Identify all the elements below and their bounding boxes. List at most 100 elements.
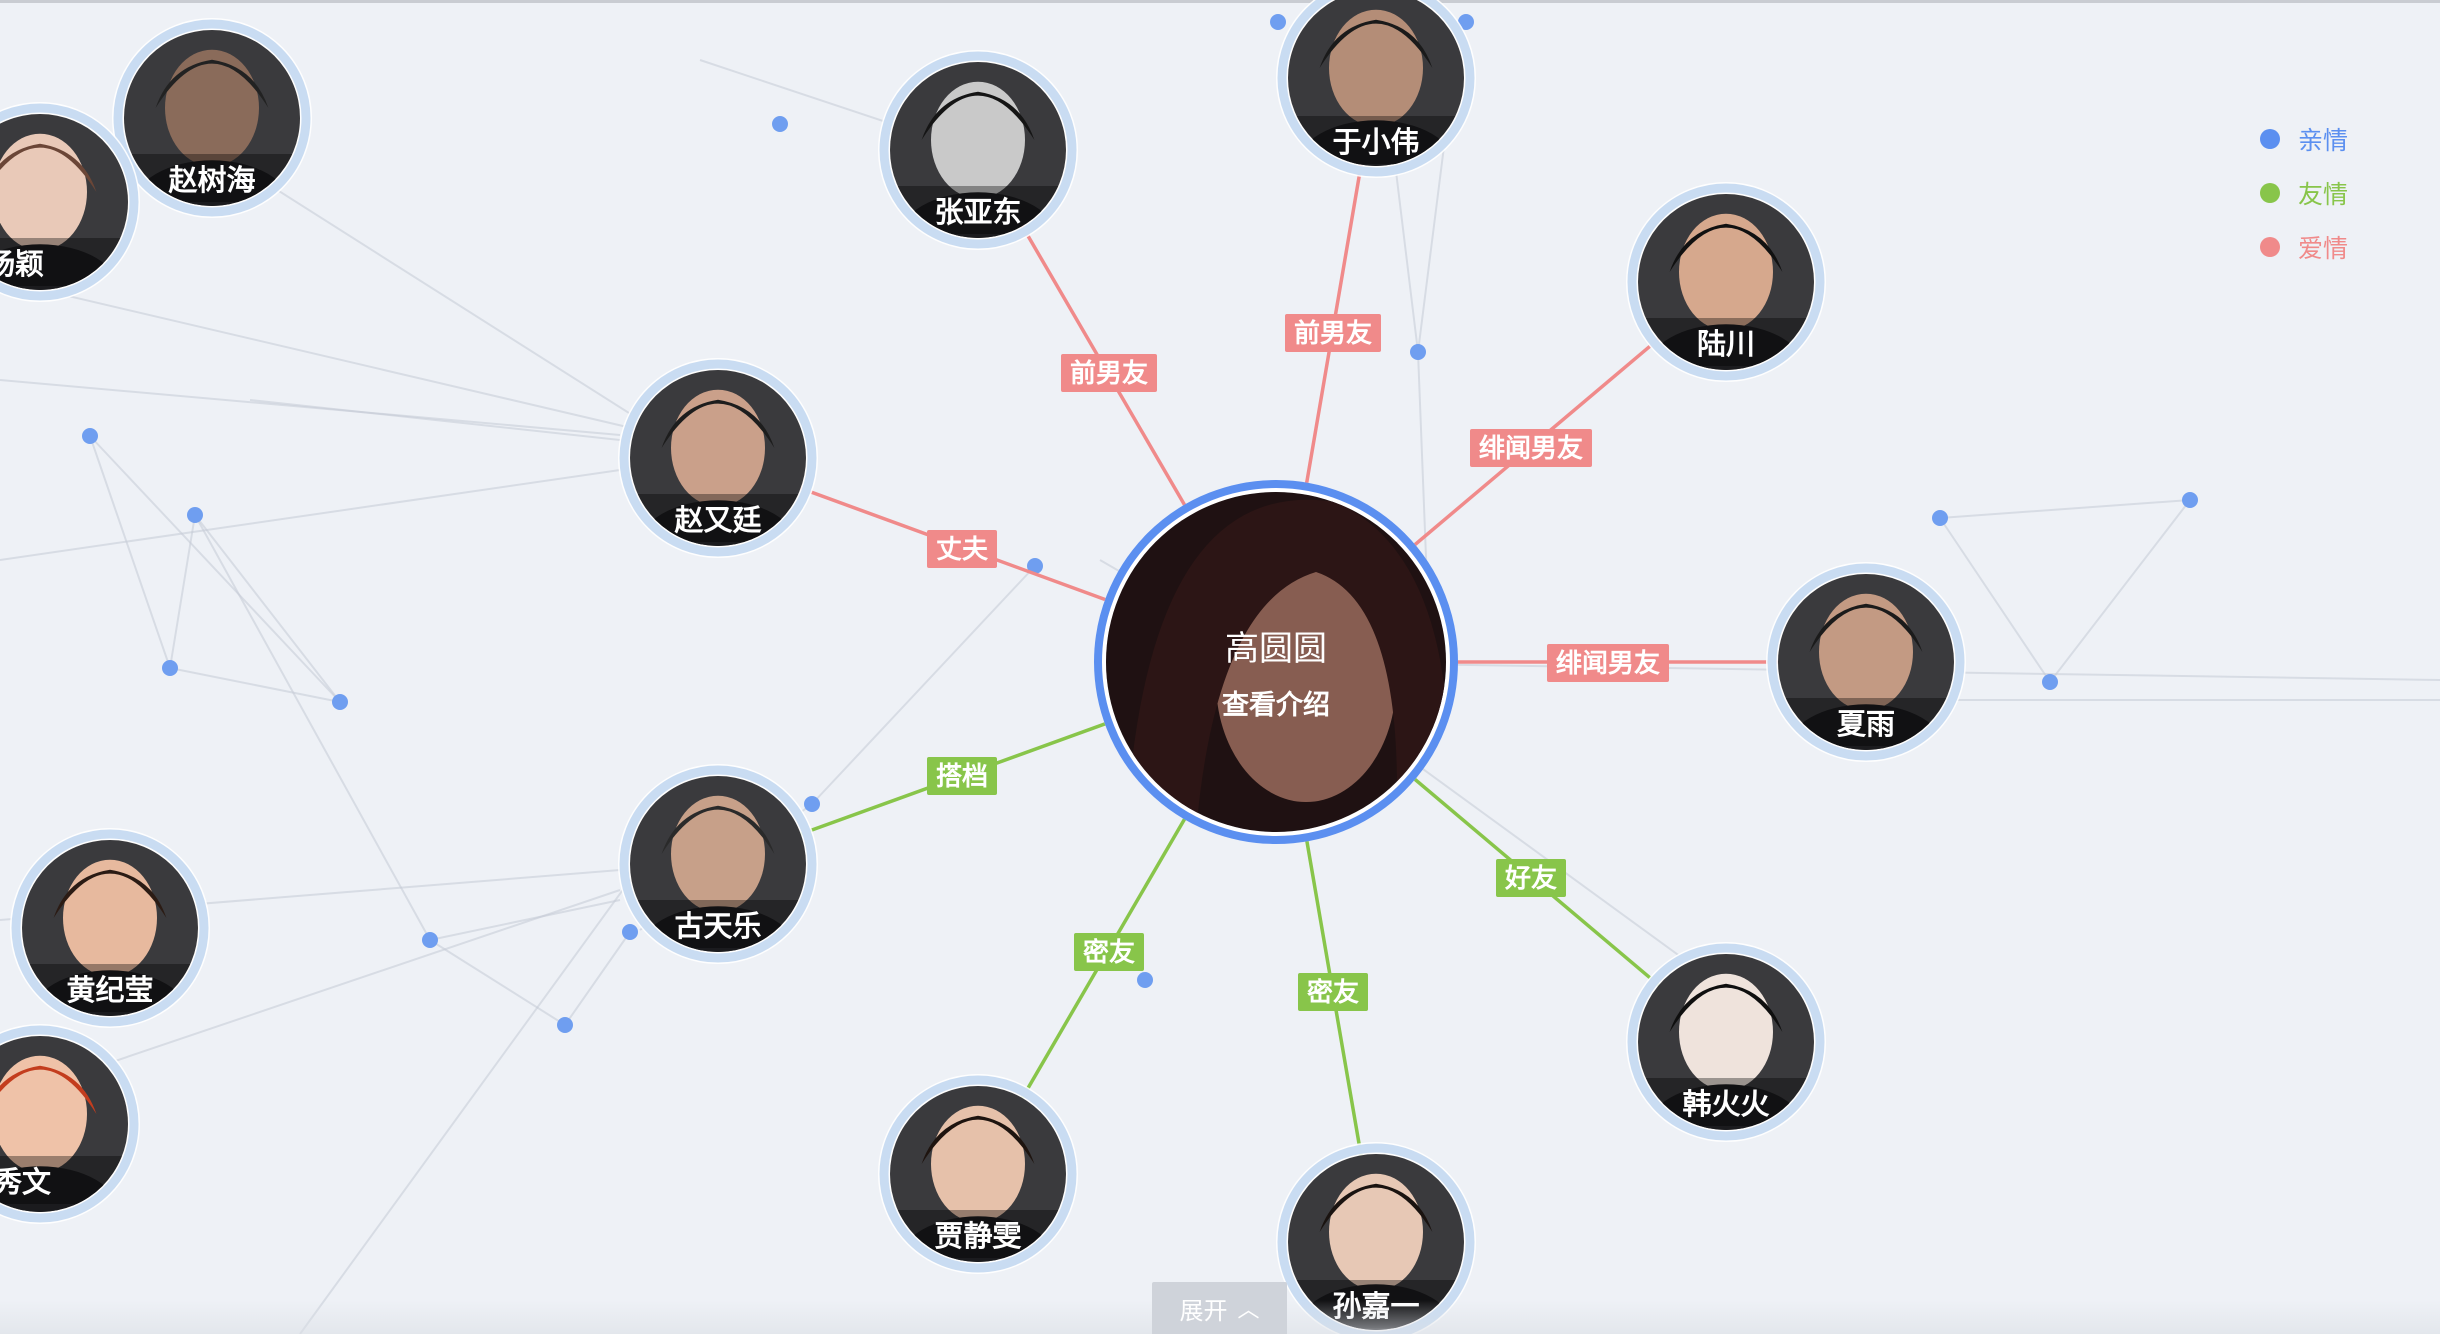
relation-label-sunjiayi: 密友: [1298, 973, 1368, 1011]
center-person-name: 高圆圆: [1225, 629, 1327, 669]
relation-label-text: 丈夫: [936, 535, 989, 565]
relation-label-text: 密友: [1307, 977, 1359, 1008]
background-link: [1939, 499, 2191, 519]
center-avatar-portrait: [1106, 492, 1446, 832]
person-node-xiayu[interactable]: 夏雨: [1766, 562, 1966, 798]
relation-label-text: 搭档: [936, 762, 988, 792]
legend-dot-family: [2260, 129, 2280, 149]
legend-label-love: 爱情: [2298, 234, 2349, 263]
window-top-border: [0, 0, 2440, 3]
relation-label-text: 绯闻男友: [1556, 649, 1660, 679]
background-link: [0, 379, 621, 436]
background-link: [89, 435, 171, 669]
background-link: [89, 435, 341, 703]
person-node-huangjiying[interactable]: 黄纪莹: [10, 828, 210, 1064]
person-name-jiajingwen: 贾静雯: [934, 1219, 1021, 1253]
background-link: [0, 279, 641, 431]
person-name-yuxiaowei: 于小伟: [1332, 125, 1419, 159]
relation-label-luchuan: 绯闻男友: [1470, 429, 1592, 467]
legend-label-family: 亲情: [2298, 126, 2349, 155]
avatar-portrait-xiuwen: [0, 1036, 128, 1212]
background-link: [2049, 499, 2191, 683]
background-dot: [332, 694, 348, 710]
background-link: [194, 514, 341, 703]
background-dot: [422, 932, 438, 948]
avatar-portrait-yuxiaowei: [1288, 0, 1464, 166]
relation-label-text: 绯闻男友: [1479, 434, 1583, 464]
background-link: [0, 469, 621, 561]
relation-label-xiayu: 绯闻男友: [1547, 644, 1669, 682]
relation-label-text: 前男友: [1294, 318, 1372, 349]
background-dot: [557, 1017, 573, 1033]
relation-label-text: 密友: [1083, 937, 1135, 968]
person-nodes[interactable]: 赵树海杨颖张亚东于小伟陆川赵又廷夏雨古天乐黄纪莹秀文贾静雯孙嘉一韩火火: [0, 0, 1966, 1334]
background-link: [811, 565, 1036, 805]
background-dot: [1410, 344, 1426, 360]
avatar-portrait-hanhuohuo: [1638, 954, 1814, 1130]
background-link: [169, 667, 341, 703]
background-link: [429, 939, 566, 1026]
person-node-yangying[interactable]: 杨颖: [0, 102, 140, 338]
background-dot: [1270, 14, 1286, 30]
background-link: [169, 514, 196, 669]
relation-label-zhangyadong: 前男友: [1061, 354, 1157, 392]
person-name-hanhuohuo: 韩火火: [1682, 1087, 1769, 1121]
background-dot: [187, 507, 203, 523]
person-name-huangjiying: 黄纪莹: [66, 973, 153, 1007]
person-name-luchuan: 陆川: [1697, 327, 1755, 361]
background-dot: [1932, 510, 1948, 526]
background-link: [249, 399, 621, 441]
relation-label-yuxiaowei: 前男友: [1285, 314, 1381, 352]
relation-label-text: 前男友: [1070, 358, 1148, 389]
relation-label-hanhuohuo: 好友: [1496, 859, 1566, 897]
legend-item-love[interactable]: 爱情: [2260, 220, 2400, 274]
person-node-luchuan[interactable]: 陆川: [1626, 182, 1826, 418]
avatar-portrait-luchuan: [1638, 194, 1814, 370]
relation-label-gutianle: 搭档: [927, 757, 997, 795]
person-node-zhangyadong[interactable]: 张亚东: [878, 50, 1078, 286]
person-name-gutianle: 古天乐: [674, 909, 761, 943]
person-node-zhaoyouting[interactable]: 赵又廷: [618, 358, 818, 594]
relation-label-zhaoyouting: 丈夫: [927, 530, 997, 568]
background-link: [194, 514, 431, 941]
background-dot: [82, 428, 98, 444]
person-node-xiuwen[interactable]: 秀文: [0, 1024, 140, 1260]
legend-item-family[interactable]: 亲情: [2260, 112, 2400, 166]
avatar-portrait-xiayu: [1778, 574, 1954, 750]
legend-item-friendship[interactable]: 友情: [2260, 166, 2400, 220]
background-dot: [804, 796, 820, 812]
relation-label-text: 好友: [1504, 864, 1557, 894]
background-link: [1939, 517, 2051, 683]
avatar-portrait-zhangyadong: [890, 62, 1066, 238]
legend-label-friendship: 友情: [2298, 180, 2349, 209]
background-dot: [162, 660, 178, 676]
legend-dot-love: [2260, 237, 2280, 257]
background-dot: [2042, 674, 2058, 690]
person-node-yuxiaowei[interactable]: 于小伟: [1276, 0, 1476, 214]
person-node-gutianle[interactable]: 古天乐: [618, 764, 818, 1000]
background-dot: [1458, 14, 1474, 30]
background-link: [429, 899, 621, 941]
expand-button-label: 展开: [1179, 1296, 1228, 1325]
background-dot: [772, 116, 788, 132]
expand-button[interactable]: 展开 ︿: [1152, 1282, 1287, 1334]
background-link: [299, 879, 631, 1334]
person-name-zhaoshuhai: 赵树海: [167, 163, 255, 197]
person-node-jiajingwen[interactable]: 贾静雯: [878, 1074, 1078, 1310]
background-dot: [1137, 972, 1153, 988]
legend: 亲情 友情 爱情: [2260, 112, 2400, 274]
background-dot: [622, 924, 638, 940]
person-name-zhangyadong: 张亚东: [934, 195, 1021, 229]
background-dot: [2182, 492, 2198, 508]
relation-label-jiajingwen: 密友: [1074, 933, 1144, 971]
person-name-zhaoyouting: 赵又廷: [673, 503, 762, 537]
background-link: [564, 931, 631, 1026]
background-dot: [1027, 558, 1043, 574]
background-link: [229, 159, 641, 421]
view-intro-link[interactable]: 查看介绍: [1222, 690, 1330, 721]
person-node-hanhuohuo[interactable]: 韩火火: [1626, 942, 1826, 1178]
person-node-zhaoshuhai[interactable]: 赵树海: [112, 18, 312, 254]
